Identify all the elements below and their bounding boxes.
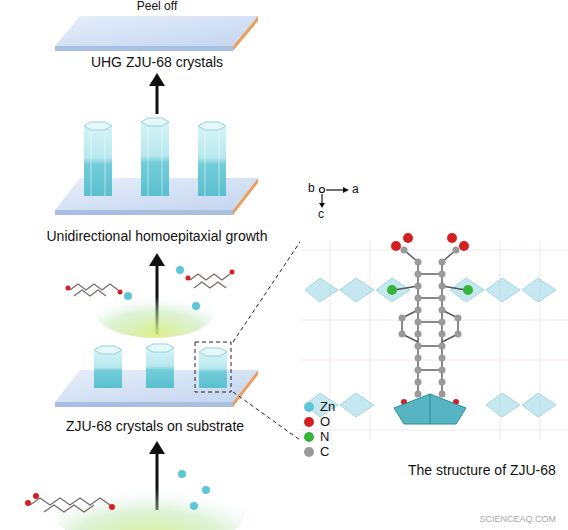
crystal-prisms [94, 344, 227, 388]
legend-text: N [320, 430, 329, 445]
reaction-fan [55, 286, 245, 530]
linker-structure [394, 250, 466, 394]
legend-swatch [304, 417, 314, 427]
carbon-atoms [399, 247, 462, 398]
zn-cluster [394, 394, 466, 424]
legend-text: Zn [320, 400, 335, 415]
step-label: ZJU-68 crystals on substrate [66, 418, 244, 434]
substrate-plate [55, 16, 258, 51]
axis-label: b [308, 182, 315, 196]
watermark: SCIENCEAQ.COM [479, 514, 556, 524]
legend-swatch [304, 447, 314, 457]
structure-oxygen [391, 233, 469, 405]
axis-label: c [318, 208, 324, 222]
legend-swatch [304, 402, 314, 412]
legend-text: C [320, 445, 329, 460]
step-label: UHG ZJU-68 crystals [91, 54, 223, 70]
legend-text: O [320, 415, 330, 430]
axis-label: a [352, 183, 359, 197]
lattice-background [300, 240, 568, 440]
legend-swatch [304, 432, 314, 442]
step-label: Peel off [137, 0, 177, 14]
axis-arrows [319, 187, 349, 208]
zoom-callout [195, 242, 300, 440]
structure-nitrogen [387, 285, 473, 295]
structure-caption: The structure of ZJU-68 [408, 462, 556, 478]
crystal-prisms [84, 118, 226, 196]
step-label: Unidirectional homoepitaxial growth [46, 228, 267, 244]
